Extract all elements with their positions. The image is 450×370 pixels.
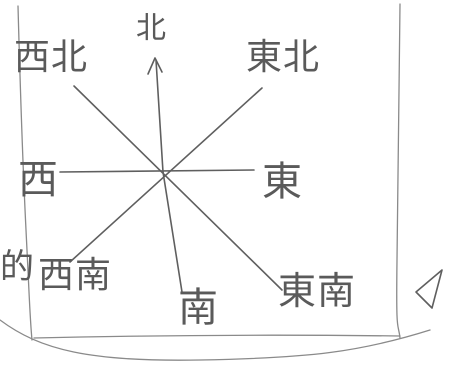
- right-border-line: [396, 3, 401, 339]
- label-southwest: 西南: [38, 255, 113, 296]
- margin-mark: 的: [0, 247, 35, 287]
- north-arrow-shaft: [155, 59, 164, 173]
- label-west: 西: [18, 157, 59, 203]
- label-north: 北: [136, 11, 167, 46]
- northeast-southwest-line: [69, 87, 263, 263]
- triangle-mark: [415, 269, 443, 309]
- label-southeast: 東南: [278, 269, 357, 313]
- label-south: 南: [178, 285, 219, 331]
- west-east-line: [59, 169, 255, 173]
- label-east: 東: [262, 159, 303, 205]
- north-arrow-head: [147, 57, 163, 75]
- lower-curve-line: [0, 319, 431, 361]
- bottom-border-line: [33, 334, 401, 339]
- left-border-line: [17, 5, 33, 341]
- label-northwest: 西北: [14, 37, 89, 78]
- northwest-southeast-line: [73, 85, 283, 291]
- label-northeast: 東北: [246, 37, 321, 78]
- south-line: [162, 171, 183, 293]
